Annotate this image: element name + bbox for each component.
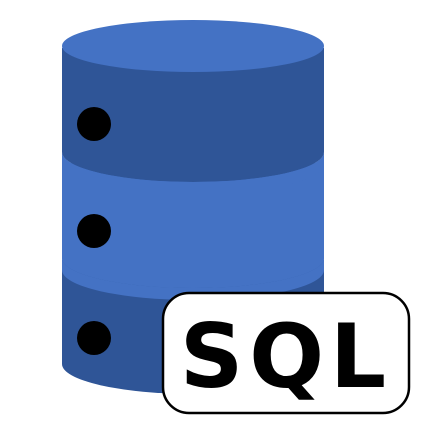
sql-badge (161, 291, 411, 415)
cylinder-separator-2 (62, 258, 324, 300)
cylinder-separator-1 (62, 152, 324, 194)
sql-badge-label: SQL (180, 305, 392, 408)
cylinder-lid (62, 20, 324, 72)
cylinder-top-band (62, 48, 324, 182)
indicator-dot-bottom (77, 321, 111, 355)
indicator-dot-top (77, 107, 111, 141)
indicator-dot-middle (77, 214, 111, 248)
